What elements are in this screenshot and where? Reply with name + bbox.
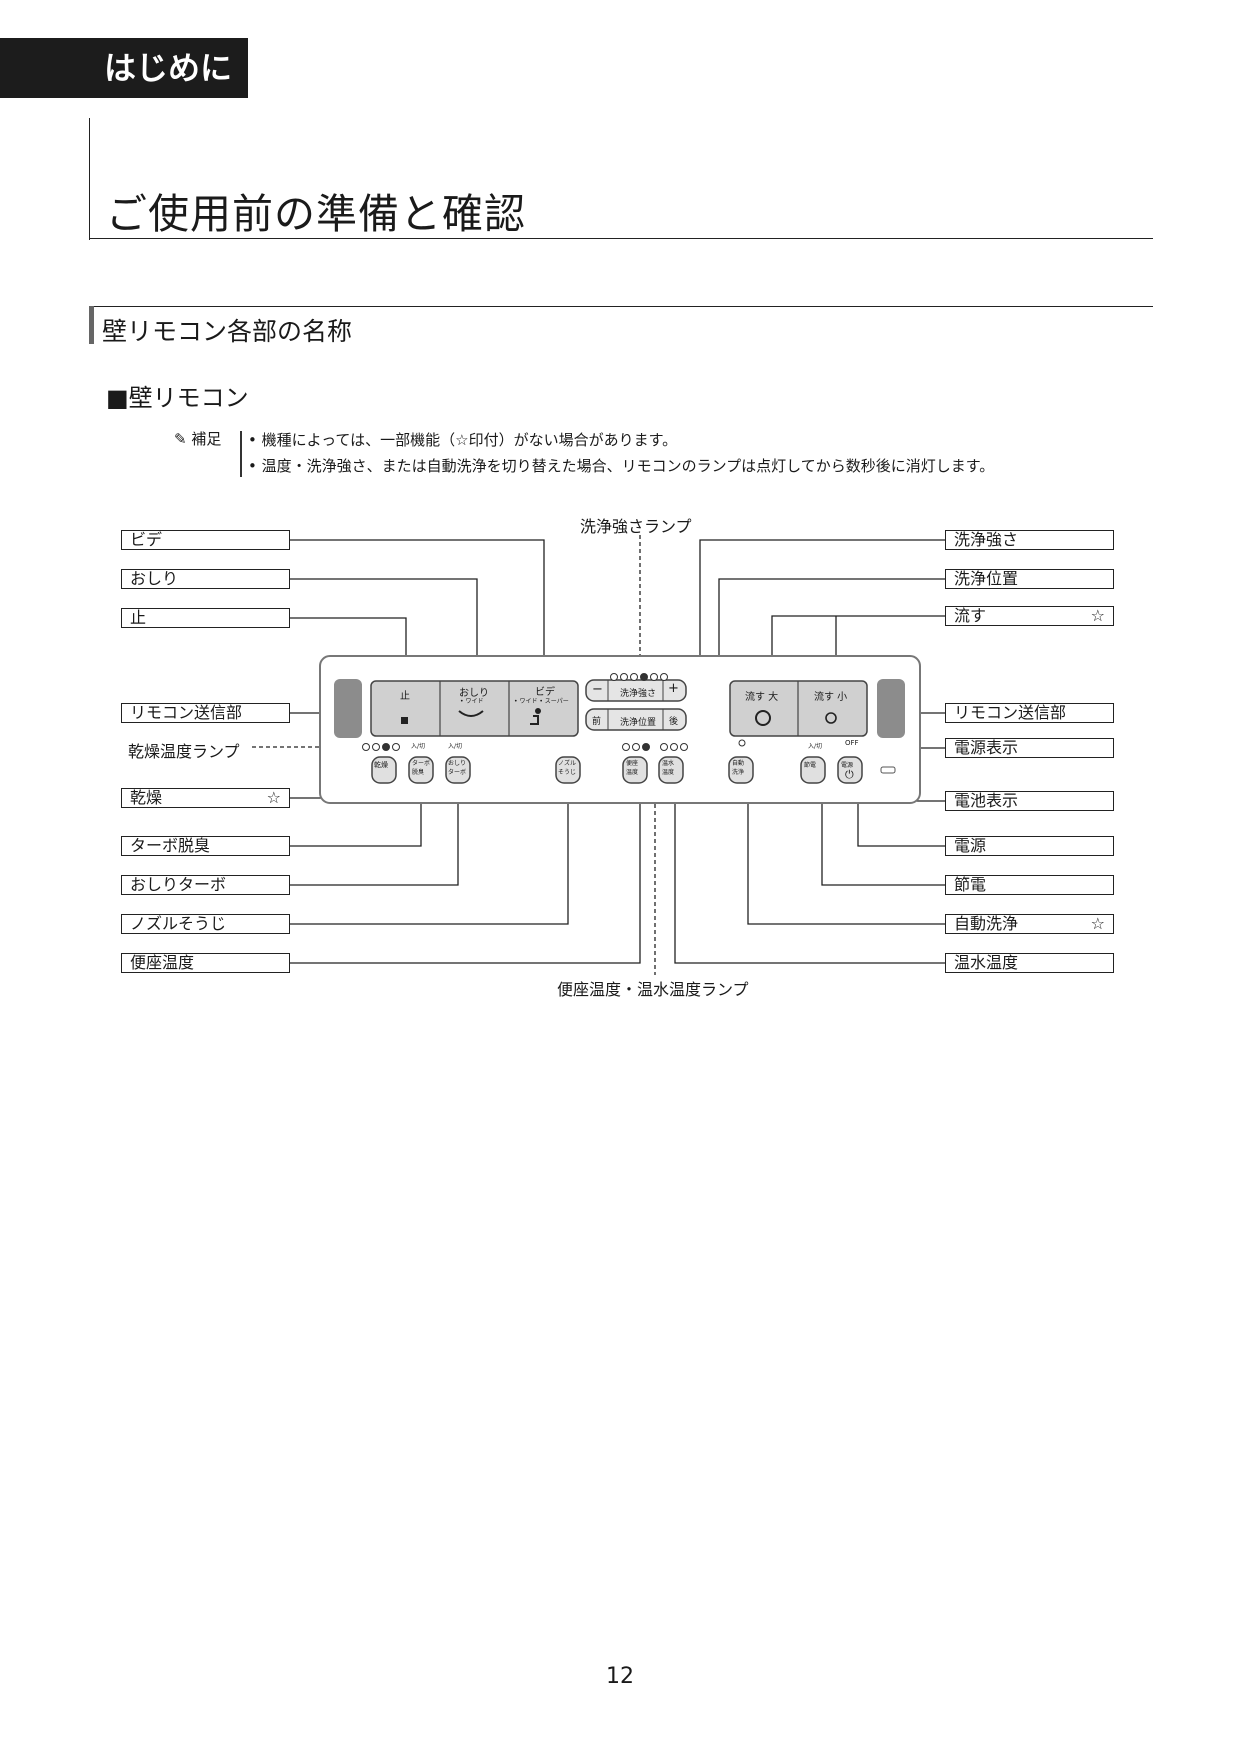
turbo-on-off-label: 入/切 [411, 743, 426, 750]
label-battery-display: 電池表示 [945, 791, 1114, 811]
title-vertical-rule [89, 118, 90, 240]
stop-button[interactable]: 止 [400, 691, 410, 702]
power-icon: ⏻ [845, 768, 854, 781]
flush-large-button[interactable]: 流す 大 [745, 692, 779, 703]
oshiri-button[interactable]: おしり [459, 688, 489, 699]
section-title: 壁リモコン各部の名称 [102, 317, 353, 346]
subsection-title: ■壁リモコン [106, 384, 249, 412]
oshiri-turbo-button[interactable]: おしりターボ [448, 760, 467, 776]
label-nozzle-clean: ノズルそうじ [121, 914, 290, 934]
flush-small-button[interactable]: 流す 小 [814, 692, 848, 703]
note-divider [240, 431, 242, 477]
strength-plus-button[interactable]: + [668, 681, 679, 696]
position-front-button[interactable]: 前 [592, 717, 602, 727]
power-button[interactable]: 電源 [841, 762, 854, 769]
page-title: ご使用前の準備と確認 [106, 190, 526, 238]
label-oshiri: おしり [121, 569, 290, 589]
label-transmitter-left: リモコン送信部 [121, 703, 290, 723]
label-seat-temp: 便座温度 [121, 953, 290, 973]
label-stop: 止 [121, 608, 290, 628]
label-water-temp: 温水温度 [945, 953, 1114, 973]
section-rule [89, 306, 1153, 307]
label-flush: 流す☆ [945, 606, 1114, 626]
section-marker [89, 306, 94, 344]
label-dry-temp-lamp: 乾燥温度ランプ [128, 742, 240, 761]
bidet-button[interactable]: ビデ [535, 687, 555, 698]
oshiri-turbo-on-off-label: 入/切 [448, 743, 463, 750]
position-label: 洗浄位置 [620, 718, 657, 728]
section-tab: はじめに [0, 38, 248, 98]
star-mark: ☆ [1090, 606, 1105, 625]
power-save-button[interactable]: 節電 [804, 762, 817, 769]
label-oshiri-turbo: おしりターボ [121, 875, 290, 895]
power-off-label: OFF [845, 739, 859, 747]
seat-temp-button[interactable]: 便座温度 [626, 760, 639, 776]
star-mark: ☆ [1090, 914, 1105, 933]
pencil-icon: ✎ [174, 430, 187, 448]
page-number: 12 [606, 1664, 634, 1689]
label-wash-strength: 洗浄強さ [945, 530, 1114, 550]
label-wash-position: 洗浄位置 [945, 569, 1114, 589]
oshiri-sub-label: • ワイド [460, 698, 484, 705]
label-power-save: 節電 [945, 875, 1114, 895]
nozzle-clean-button[interactable]: ノズルそうじ [558, 760, 577, 776]
note-label: ✎ 補足 [174, 430, 222, 448]
label-dry: 乾燥☆ [121, 788, 290, 808]
label-turbo-deodorize: ターボ脱臭 [121, 836, 290, 856]
note-item: • 温度・洗浄強さ、または自動洗浄を切り替えた場合、リモコンのランプは点灯してか… [248, 457, 995, 475]
label-wash-strength-lamp: 洗浄強さランプ [580, 517, 692, 536]
strength-label: 洗浄強さ [620, 689, 657, 699]
title-underline [89, 238, 1153, 239]
label-auto-wash: 自動洗浄☆ [945, 914, 1114, 934]
label-seat-water-temp-lamp: 便座温度・温水温度ランプ [557, 980, 749, 999]
label-bidet: ビデ [121, 530, 290, 550]
water-temp-button[interactable]: 温水温度 [662, 760, 675, 776]
auto-wash-button[interactable]: 自動洗浄 [732, 760, 745, 776]
note-item: • 機種によっては、一部機能（☆印付）がない場合があります。 [248, 431, 678, 449]
label-transmitter-right: リモコン送信部 [945, 703, 1114, 723]
star-mark: ☆ [266, 788, 281, 807]
strength-minus-button[interactable]: − [592, 682, 603, 697]
dry-button[interactable]: 乾燥 [374, 761, 388, 769]
label-power: 電源 [945, 836, 1114, 856]
bidet-sub-label: • ワイド • スーパー [514, 698, 569, 705]
turbo-deodorize-button[interactable]: ターボ脱臭 [412, 760, 431, 776]
position-back-button[interactable]: 後 [669, 717, 679, 727]
save-on-off-label: 入/切 [808, 743, 823, 750]
label-power-display: 電源表示 [945, 738, 1114, 758]
